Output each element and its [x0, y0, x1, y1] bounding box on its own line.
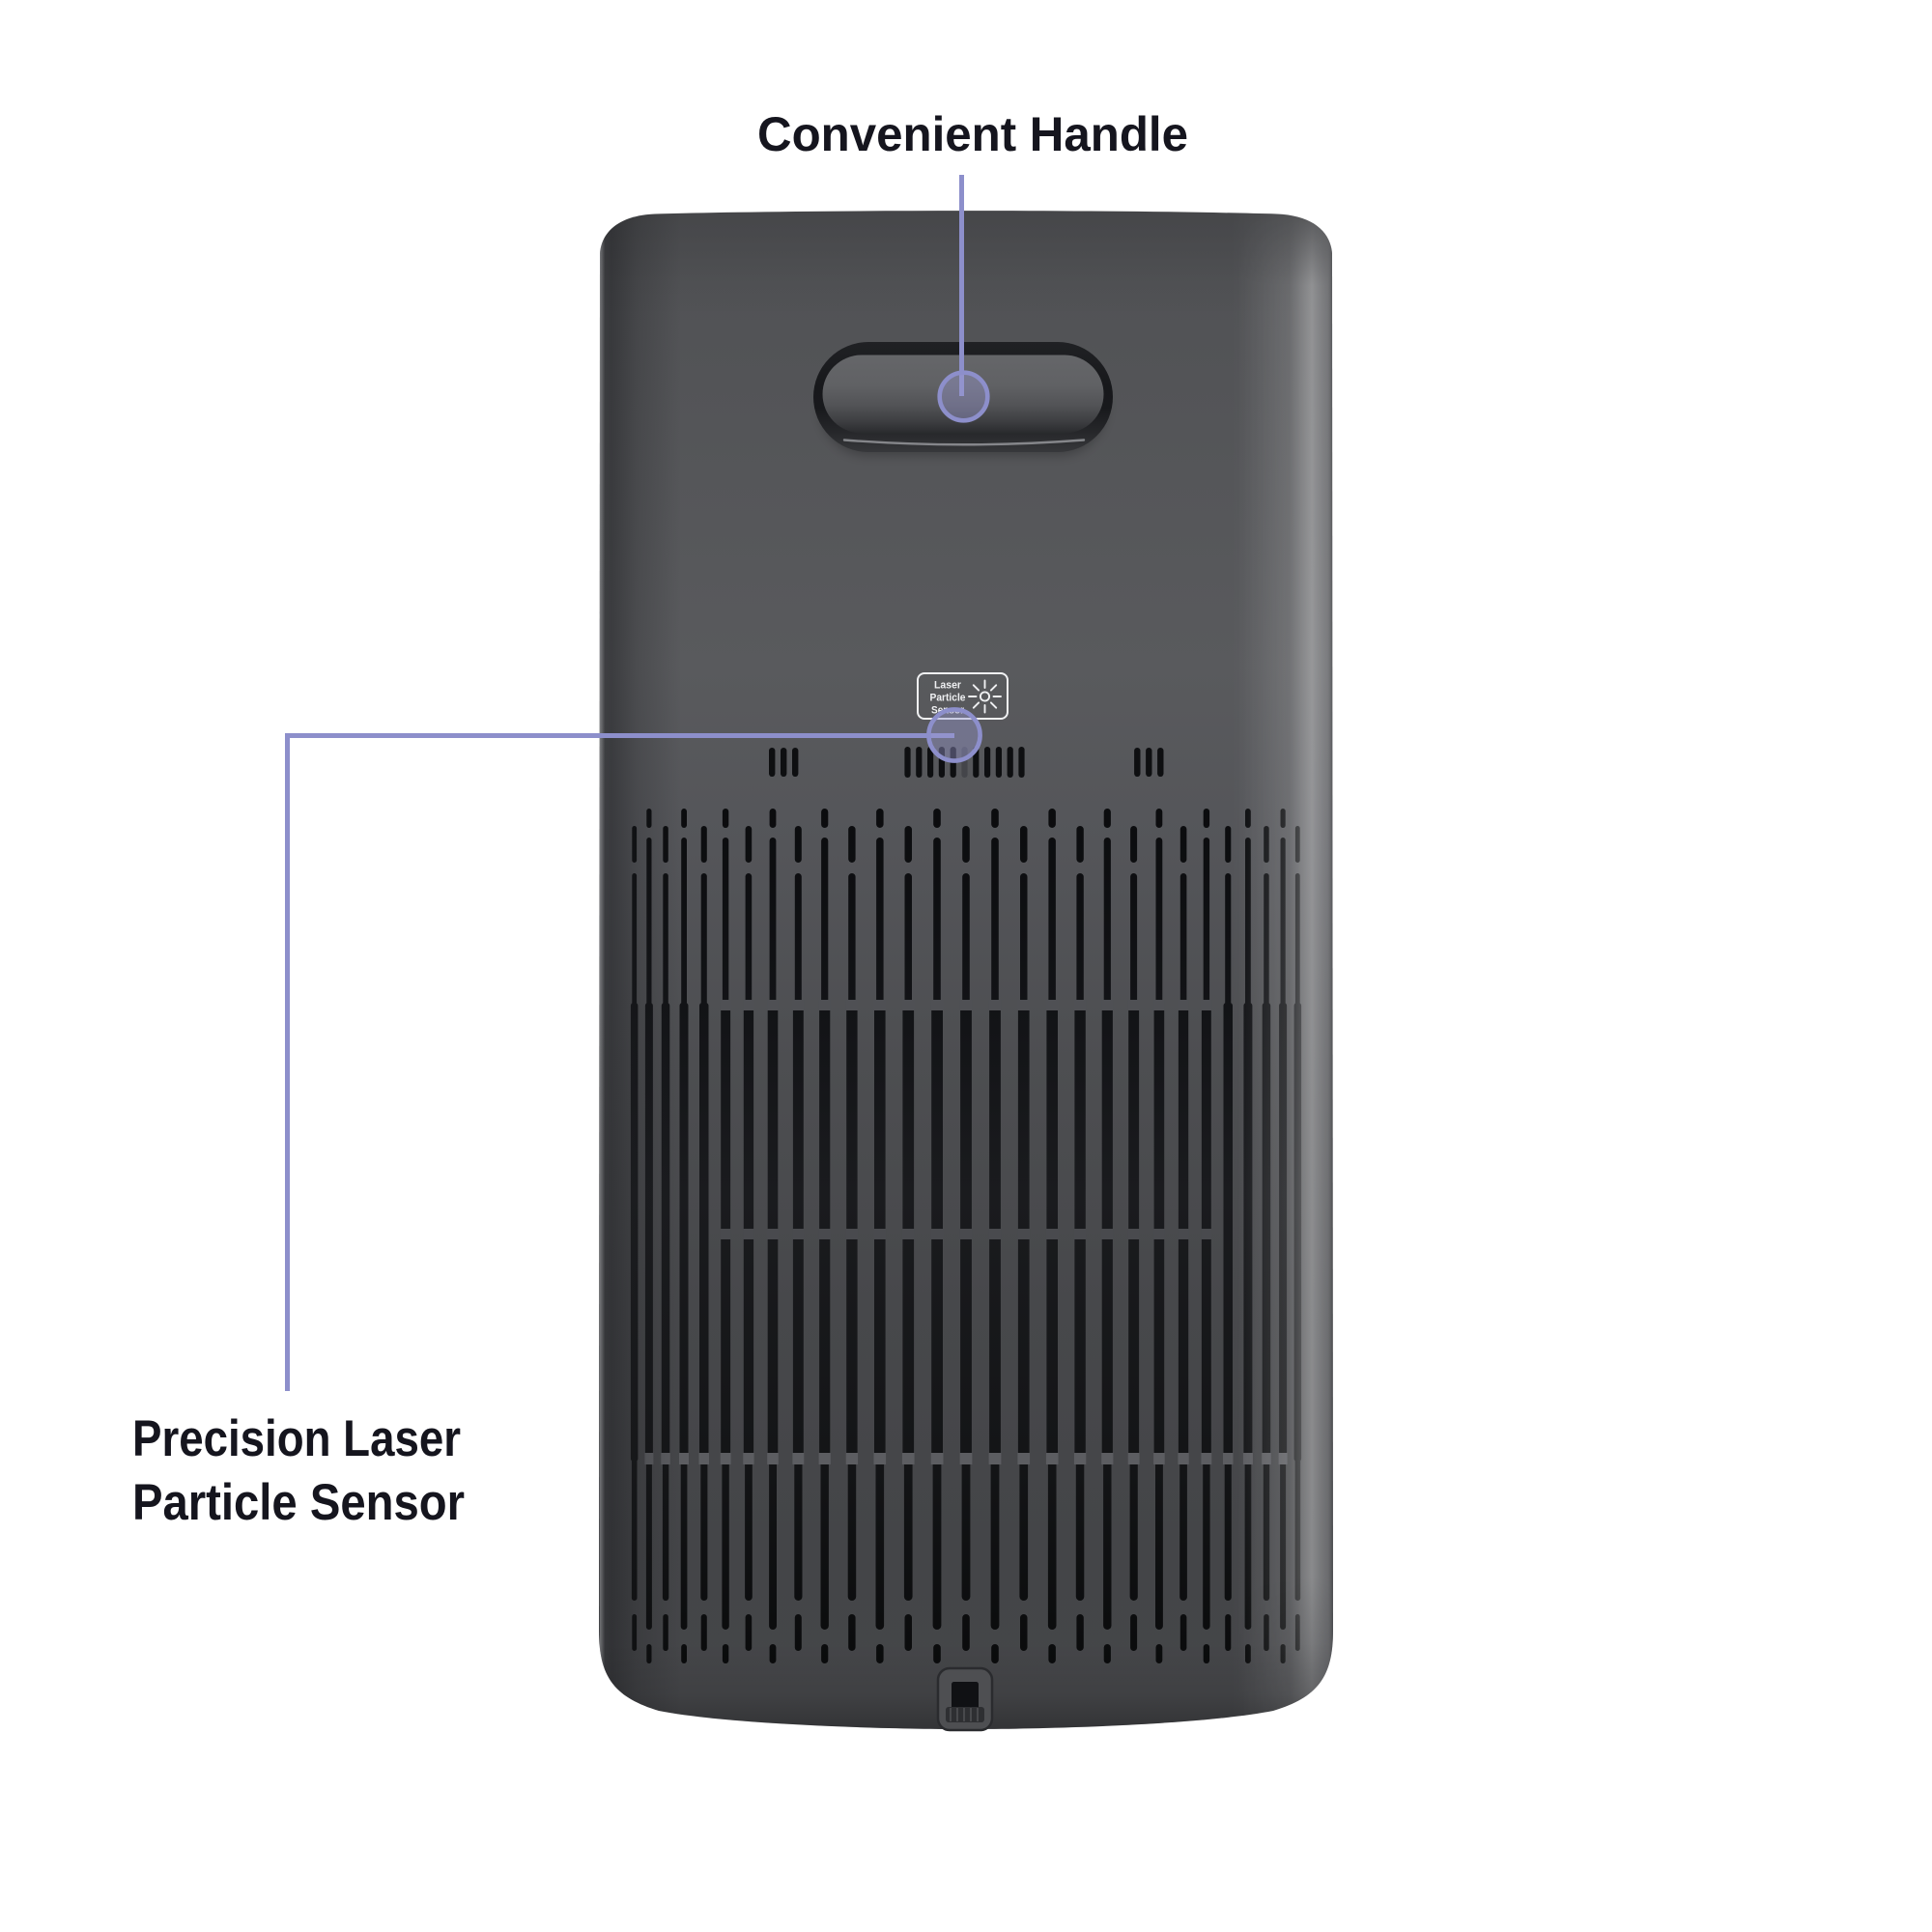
svg-text:Particle Sensor: Particle Sensor — [132, 1474, 465, 1531]
svg-text:Laser: Laser — [934, 680, 962, 692]
svg-text:Precision Laser: Precision Laser — [132, 1410, 461, 1467]
svg-text:Convenient Handle: Convenient Handle — [757, 107, 1188, 161]
svg-text:Particle: Particle — [930, 693, 966, 704]
